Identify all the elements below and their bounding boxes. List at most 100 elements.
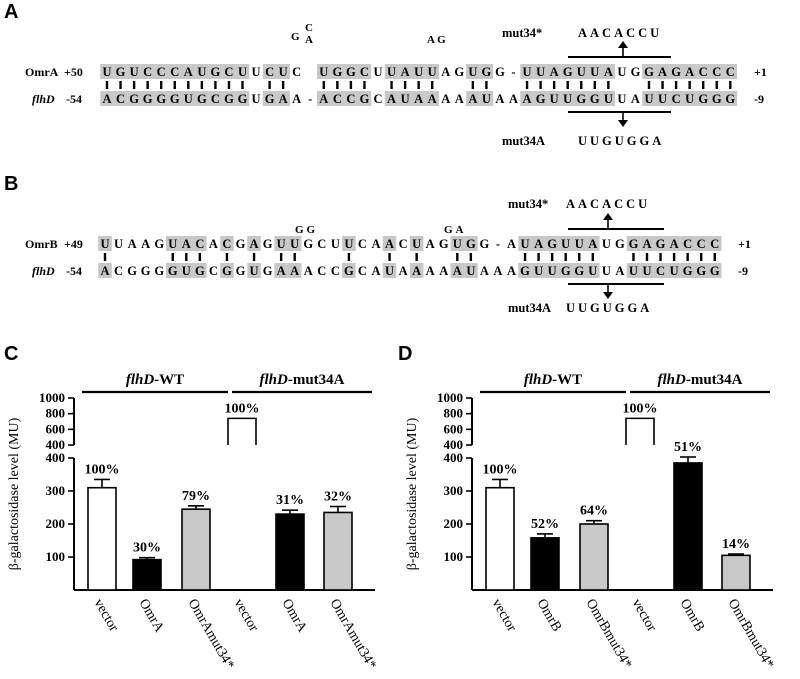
pair-shade-bottom (193, 263, 207, 278)
pair-shade-top (655, 64, 670, 79)
pair-shade-bottom (287, 263, 302, 278)
base-top: G (656, 237, 666, 251)
base-bottom: A (428, 92, 437, 106)
base-bottom: U (642, 264, 651, 278)
base-top: U (130, 65, 139, 79)
base-bottom: U (250, 264, 259, 278)
base-bottom: C (672, 92, 681, 106)
base-bottom: U (644, 92, 653, 106)
pair-shade-bottom (222, 91, 236, 106)
group-label-gene: flhD (126, 372, 155, 388)
base-top: C (726, 65, 735, 79)
bulge-a1: A (305, 34, 313, 46)
base-top: U (344, 237, 353, 251)
base-bottom: U (685, 92, 694, 106)
base-top: G (303, 237, 313, 251)
base-bottom: U (670, 264, 679, 278)
bar (485, 486, 515, 591)
base-top: A (141, 237, 150, 251)
percent-label: 32% (324, 490, 352, 505)
omra-label: OmrA (25, 65, 59, 79)
percent-label: 100% (225, 401, 260, 416)
pair-shade-bottom (357, 91, 372, 106)
group-label-gene: flhD (259, 372, 288, 388)
bar (673, 462, 703, 591)
pair-shade-top (601, 64, 616, 79)
pair-shade-top (276, 64, 290, 79)
category-label: OmrBmut34* (725, 597, 777, 672)
pair-shade-bottom (100, 91, 114, 106)
base-top: A (507, 237, 516, 251)
flhd-start-b: -54 (66, 264, 82, 278)
base-bottom: G (576, 92, 586, 106)
base-top: U (102, 65, 111, 79)
pair-shade-bottom (520, 91, 534, 106)
pair-shade-bottom (317, 91, 331, 106)
base-top: - (511, 65, 515, 79)
pair-shade-bottom (274, 263, 288, 278)
flhd-label-a: flhD (32, 92, 55, 106)
bar (579, 523, 609, 591)
group-label: flhD-mut34A (259, 372, 344, 388)
base-bottom: A (468, 92, 477, 106)
pair-shade-top (464, 236, 478, 251)
base-bottom: U (629, 264, 638, 278)
pair-shade-bottom (694, 263, 708, 278)
base-bottom: G (683, 264, 693, 278)
base-top: C (222, 237, 231, 251)
base-top: U (279, 65, 288, 79)
bar (530, 537, 560, 591)
base-top: U (575, 237, 584, 251)
base-top: U (523, 65, 532, 79)
base-top: U (412, 237, 421, 251)
category-label: vector (629, 597, 660, 635)
base-bottom: A (290, 264, 299, 278)
base-bottom: A (426, 264, 435, 278)
group-label: flhD-mut34A (657, 372, 742, 388)
pair-shade-bottom (154, 91, 168, 106)
pair-shade-bottom (547, 91, 561, 106)
pair-shade-bottom (707, 263, 722, 278)
base-bottom: A (523, 92, 532, 106)
base-top: A (128, 237, 137, 251)
base-bottom: G (143, 92, 153, 106)
pair-shade-bottom (113, 91, 128, 106)
base-top: A (534, 237, 543, 251)
base-bottom: G (222, 264, 232, 278)
category-label: OmrBmut34* (583, 597, 635, 672)
panel-b-duplex: mut34* AACACCU GG GA OmrB +49 +1 flhD -5… (25, 197, 751, 315)
bar (181, 508, 211, 591)
pair-shade-bottom (247, 263, 261, 278)
base-bottom: C (209, 264, 218, 278)
base-top: U (602, 237, 611, 251)
category-label: vector (91, 597, 122, 635)
panel-a-duplex: mut34* AACACCU G C A A G OmrA +50 +1 flh… (25, 22, 767, 148)
y-tick-label: 800 (46, 406, 66, 421)
category-label: vector (231, 597, 262, 635)
flhd-end-a: -9 (754, 92, 764, 106)
base-bottom: U (602, 264, 611, 278)
base-top: A (550, 65, 559, 79)
pair-shade-bottom (642, 91, 656, 106)
mut34-star-seq: AACACCU (578, 26, 662, 40)
mut34-star-seq-b: AACACCU (566, 197, 650, 211)
pair-shade-bottom (601, 91, 616, 106)
base-bottom: A (414, 92, 423, 106)
bar (323, 511, 353, 591)
base-bottom: G (696, 264, 706, 278)
base-bottom: A (453, 264, 462, 278)
base-top: U (290, 237, 299, 251)
pair-shade-top (696, 64, 710, 79)
base-top: U (100, 237, 109, 251)
pair-shade-top (547, 64, 561, 79)
base-bottom: U (604, 92, 613, 106)
bulge-a1: G (291, 31, 300, 43)
pair-shade-bottom (669, 91, 683, 106)
base-bottom: U (482, 92, 491, 106)
pair-shade-bottom (464, 263, 478, 278)
pair-shade-top (653, 236, 668, 251)
base-bottom: A (439, 264, 448, 278)
mut34a-arrowhead (618, 120, 628, 127)
base-bottom: A (480, 264, 489, 278)
